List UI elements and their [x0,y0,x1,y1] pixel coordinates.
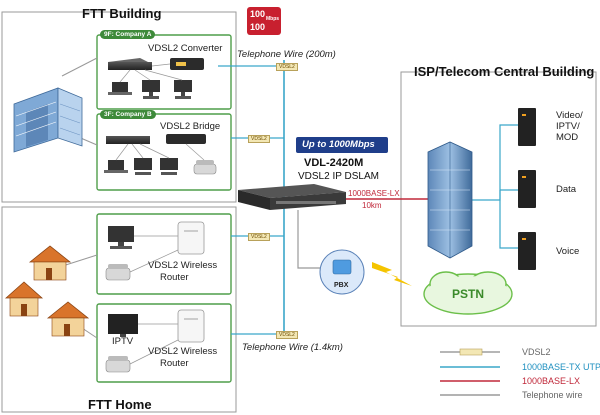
office-building-icon [13,87,83,153]
wireless-router-icon [177,309,205,343]
vdsl2-bridge-icon [166,134,206,144]
home-2-router-label-line-2: Router [160,358,189,369]
dslam-pbx-wire [297,210,322,269]
lightning-icon [372,262,412,286]
vdsl2-wire-tag: VDSL2 [248,135,270,143]
legend-utp-text: 1000BASE-TX UTP [522,362,600,372]
badge-bottom-value: 100 [250,22,266,32]
vdsl2-wire-tag: VDSL2 [248,233,270,241]
video-label-line-3: MOD [556,132,579,143]
speed-badge-label: Up to 1000Mbps [302,139,375,150]
telephone-wire-200m-label: Telephone Wire (200m) [237,49,336,60]
desktop-pc-icon [142,80,160,99]
pbx-label: PBX [334,282,349,289]
desktop-pc-icon [108,226,134,249]
company-a-box [96,34,232,110]
utp-video-line [470,124,518,201]
server-icon [518,108,536,146]
data-label: Data [556,184,577,195]
tv-icon [108,314,138,337]
phone-icon [193,160,217,175]
home-2-router-label-line-1: VDSL2 Wireless [148,346,218,357]
desktop-pc-icon [134,158,152,175]
laptop-icon [108,82,132,95]
company-a-tag: 9F: Company A [100,30,156,39]
lx-distance-label: 10km [362,201,382,210]
iptv-label: IPTV [112,336,134,347]
badge-top-value: 100 [250,9,266,19]
pbx-icon [319,249,365,295]
vdsl2-wire-tag: VDSL2 [276,63,298,71]
wireless-router-icon [177,221,205,255]
dslam-model: VDL-2420M [304,157,364,169]
video-label-line-2: IPTV/ [556,121,580,132]
ftt-home-frame [1,206,237,413]
laptop-icon [104,160,128,173]
phone-icon [105,264,131,281]
video-label-line-1: Video/ [556,110,583,121]
house-icon [4,281,44,317]
desktop-pc-icon [160,158,178,175]
server-icon [518,232,536,270]
voice-label: Voice [556,246,580,257]
legend-vdsl2-text: VDSL2 [522,347,551,357]
badge-unit: Mbps [266,16,280,22]
desktop-pc-icon [174,80,192,99]
speed-badge [296,137,388,153]
ftt-building-frame [1,11,237,203]
lx-link-label: 1000BASE-LX [348,189,400,198]
tel-wire-building-a [61,57,98,77]
ftt-building-title: FTT Building [82,6,162,21]
ftt-home-title: FTT Home [88,397,152,412]
pstn-label: PSTN [452,287,485,301]
legend-tel-text: Telephone wire [522,390,583,400]
phone-icon [105,356,131,373]
legend-vdsl2-swatch [459,348,483,356]
home-1-router-label-line-2: Router [160,272,189,283]
mbps-badge [247,7,281,35]
switch-icon [108,58,152,70]
house-icon [46,301,90,337]
company-b-tag: 3F: Company B [100,110,156,119]
utp-voice-line [499,190,518,249]
dslam-description: VDSL2 IP DSLAM [298,171,379,182]
home-1-router-label-line-1: VDSL2 Wireless [148,260,218,271]
dslam-icon [238,184,346,210]
vdsl2-converter-icon [170,58,204,70]
house-icon [28,245,72,281]
vdsl2-wire-tag: VDSL2 [276,331,298,339]
switch-icon [106,136,150,144]
telephone-wire-1-4km-label: Telephone Wire (1.4km) [242,342,343,353]
vdsl2-converter-label: VDSL2 Converter [148,43,223,54]
legend-lx-text: 1000BASE-LX [522,376,581,386]
isp-title: ISP/Telecom Central Building [414,64,595,79]
pstn-cloud-icon [423,271,513,315]
server-icon [518,170,536,208]
central-office-tower-icon [427,141,473,259]
vdsl2-bridge-label: VDSL2 Bridge [160,121,221,132]
